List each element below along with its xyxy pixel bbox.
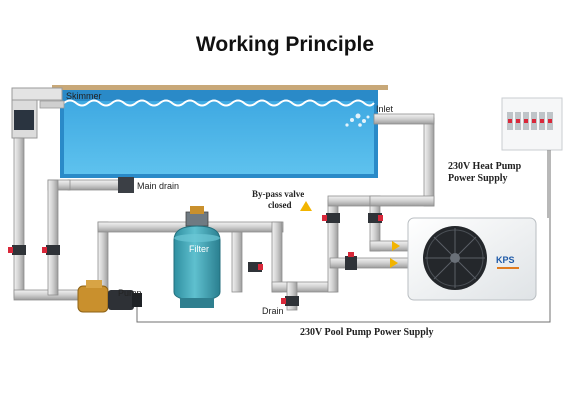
skimmer-valve	[8, 245, 26, 255]
water-surface-waves	[63, 99, 375, 107]
pool-water	[64, 101, 374, 174]
heat-pump: KPS	[407, 217, 537, 301]
bypass-warning-icon	[300, 201, 312, 211]
valves	[8, 213, 383, 306]
flow-arrows	[300, 201, 400, 268]
pool-deck	[52, 85, 388, 90]
pool	[52, 85, 388, 178]
heat-pump-supply-label-line1: 230V Heat Pump	[448, 161, 522, 172]
filter-valve	[248, 262, 263, 272]
inlet-label: Inlet	[376, 104, 394, 114]
bypass-valve	[322, 213, 340, 223]
bypass-valve-label-line2: closed	[268, 200, 292, 210]
breaker-panel	[501, 97, 563, 151]
filter-label: Filter	[189, 244, 209, 254]
diagram-title: Working Principle	[195, 33, 375, 56]
heat-pump-brand: KPS	[496, 255, 515, 265]
drain-label: Drain	[262, 306, 284, 316]
drain-valve	[281, 296, 299, 306]
sand-filter	[173, 206, 221, 308]
pool-pump	[77, 280, 142, 313]
heat-pump-outlet-valve	[345, 252, 357, 270]
skimmer	[11, 87, 65, 139]
flow-arrow-out	[390, 258, 398, 268]
power-wires	[136, 150, 551, 323]
skimmer-label: Skimmer	[66, 91, 102, 101]
inlet-bubbles	[345, 113, 370, 127]
pool-pump-power-wire	[136, 150, 551, 323]
pump-label: Pump	[118, 288, 142, 298]
heat-pump-inlet-valve	[368, 213, 383, 223]
skimmer-basket	[14, 110, 34, 130]
main-drain-fitting	[118, 177, 134, 193]
pool-pump-supply-label: 230V Pool Pump Power Supply	[300, 327, 434, 338]
flow-arrow-in	[392, 241, 400, 251]
main-drain-valve	[42, 245, 60, 255]
main-drain-label: Main drain	[137, 181, 179, 191]
heat-pump-supply-label-line2: Power Supply	[448, 173, 508, 184]
bypass-valve-label-line1: By-pass valve	[252, 189, 304, 199]
